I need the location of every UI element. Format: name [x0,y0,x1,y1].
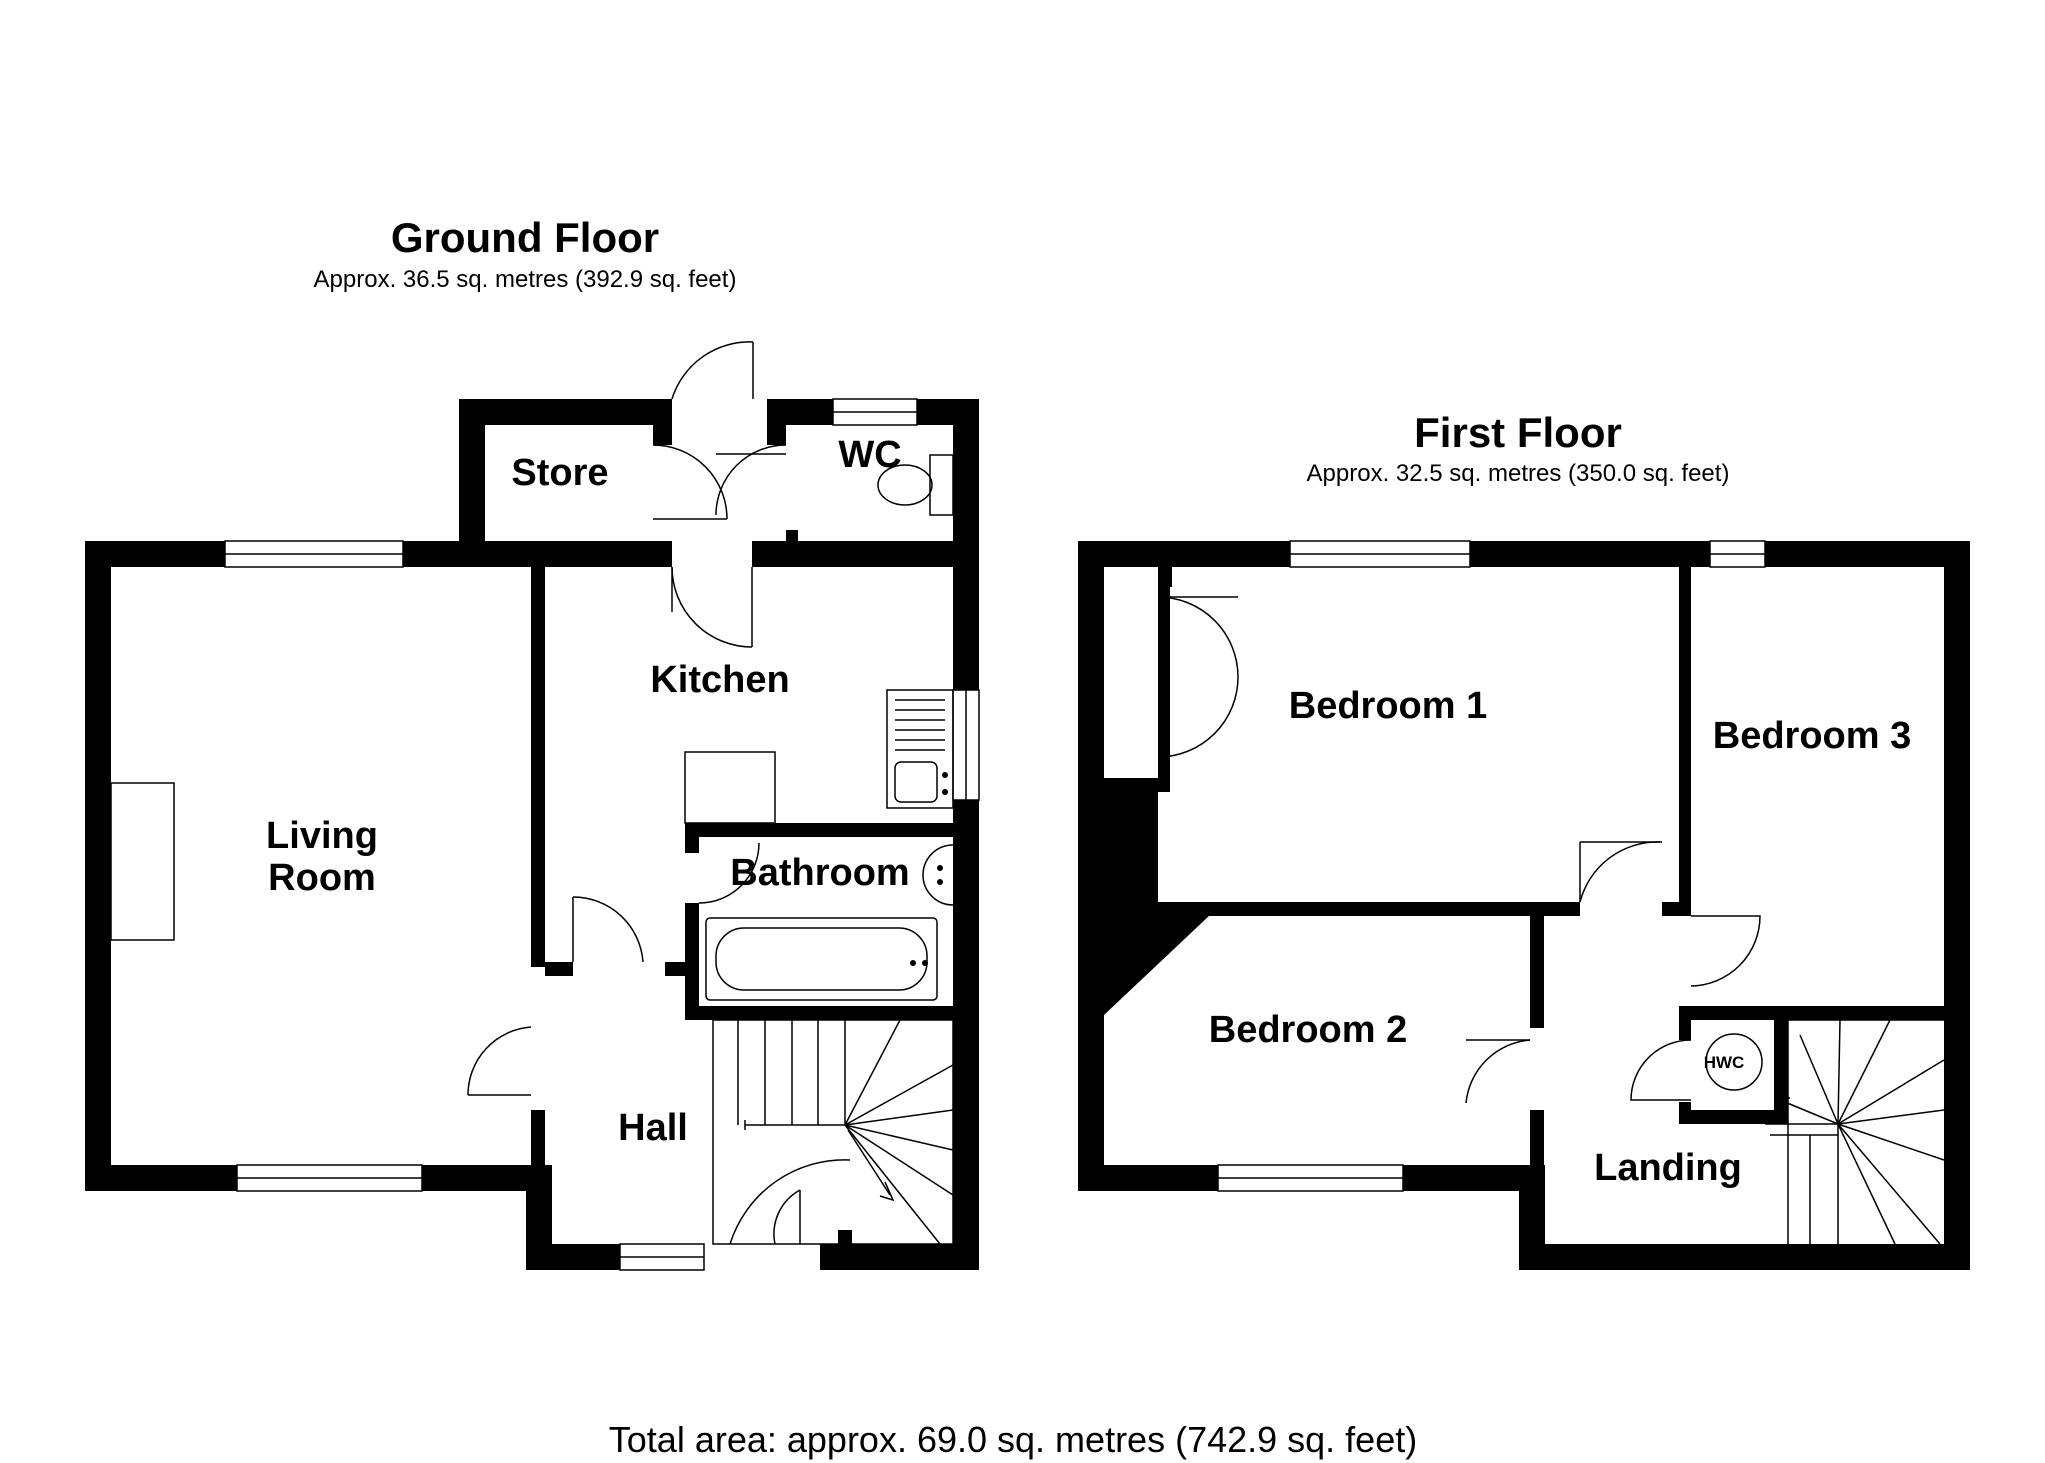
gf-wall-wc-top-right [917,399,979,425]
ff-wall-right [1944,541,1970,1270]
gf-wall-hall-bottom-right [820,1244,979,1270]
ff-door-bed3 [1690,915,1761,987]
gf-door-wc [715,444,787,516]
ff-door-bed2 [1465,1039,1531,1104]
gf-door-hall-bath [572,896,644,963]
gf-wall-living-bottom-right [422,1165,532,1191]
gf-wall-store-right [653,425,672,445]
ff-wall-top-right [1765,541,1970,567]
room-label-wc: WC [838,434,901,476]
gf-wall-right [953,399,979,1270]
gf-wall-bathroom-top [685,823,953,837]
ff-wall-wardrobe-right [1158,567,1170,792]
gf-kitchen-unit [684,751,776,824]
gf-wall-living-left [85,541,111,1191]
ff-wall-diagonal [1104,778,1210,1015]
gf-wall-wc-left-top [767,425,786,445]
ff-door-bed1 [1579,841,1661,903]
ff-wall-wardrobe-left [1104,778,1158,792]
gf-wall-hall-bath-stub2 [665,962,685,976]
gf-front-door [729,1159,851,1245]
gf-wall-hall-bottom-left [526,1244,620,1270]
ff-door-cupboard [1630,1039,1692,1101]
label-hwc: HWC [1704,1053,1745,1072]
gf-wall-wc-left-bottom [786,530,798,556]
ff-stairs [1765,1019,1945,1245]
ff-hwc-cylinder [1705,1033,1763,1091]
room-label-living-room-line1: Living [266,815,378,857]
room-label-bedroom1: Bedroom 1 [1289,685,1487,727]
gf-bath-tub [705,917,938,1001]
gf-wc-pan [877,464,933,506]
gf-door-kitchen [671,566,753,648]
gf-bath-basin [922,844,954,906]
gf-wall-living-right-bottom [531,1110,545,1165]
room-label-bedroom2: Bedroom 2 [1209,1009,1407,1051]
room-label-bedroom3: Bedroom 3 [1713,715,1911,757]
gf-fireplace [110,782,175,941]
gf-wc-cistern [929,454,954,516]
gf-door-store [652,444,728,520]
gf-wall-wc-top-left [767,399,833,425]
ff-wall-top-mid [1470,541,1710,567]
ff-wall-bed2-right-top [1530,916,1544,1028]
gf-stairs [712,1019,954,1245]
gf-wall-kitchen-bath-stub [685,823,699,853]
gf-wall-store-bottom [485,541,672,567]
room-label-living-room-line2: Room [268,857,376,899]
gf-wall-kitchen-top-right [752,541,953,567]
gf-kitchen-sink-bowl [894,761,938,803]
room-label-bathroom: Bathroom [730,852,909,894]
ff-wall-cupboard-right [1774,1020,1788,1072]
gf-wall-store-top [459,399,672,425]
ff-wall-bottom-left [1078,1165,1218,1191]
ff-wall-bed3-bottom [1679,1006,1944,1020]
room-label-kitchen: Kitchen [650,659,789,701]
gf-wall-store-left [459,399,485,567]
first-floor-plan [1078,540,1970,1270]
gf-wall-bathroom-left [685,903,699,1020]
ground-floor-plan [85,341,980,1271]
total-area: Total area: approx. 69.0 sq. metres (742… [609,1419,1417,1460]
ff-wall-bed2-right-bottom [1530,1110,1544,1165]
gf-bath-door [698,842,760,904]
ground-floor-area: Approx. 36.5 sq. metres (392.9 sq. feet) [314,266,737,293]
ff-wall-left [1078,541,1104,1191]
ff-wall-bed1-right-bottom [1662,902,1691,916]
first-floor-area: Approx. 32.5 sq. metres (350.0 sq. feet) [1307,460,1730,487]
ff-wall-bed1-right-top [1679,567,1691,902]
first-floor-title: First Floor [1414,409,1622,456]
gf-wall-hall-bath-stub [545,962,573,976]
ff-wall-bottom-right [1519,1244,1970,1270]
gf-kitchen-sink-drainer [886,689,954,809]
ground-floor-title: Ground Floor [391,214,659,261]
gf-wall-bathroom-bottom [685,1006,953,1020]
ff-wardrobe-doors [1157,596,1239,758]
ff-wall-bed1-bottom [1158,902,1580,916]
gf-wall-living-right-top [531,567,545,967]
gf-door-living [467,1026,532,1096]
room-label-store: Store [511,452,608,494]
ff-wall-cupboard-left [1679,1020,1691,1040]
room-label-hall: Hall [618,1107,688,1149]
ff-wall-cupboard-bottom [1679,1110,1788,1124]
ff-wall-cupboard-left2 [1679,1102,1691,1124]
ff-wall-top-left [1078,541,1290,567]
gf-wall-living-bottom-left [85,1165,237,1191]
room-label-landing: Landing [1594,1147,1742,1189]
